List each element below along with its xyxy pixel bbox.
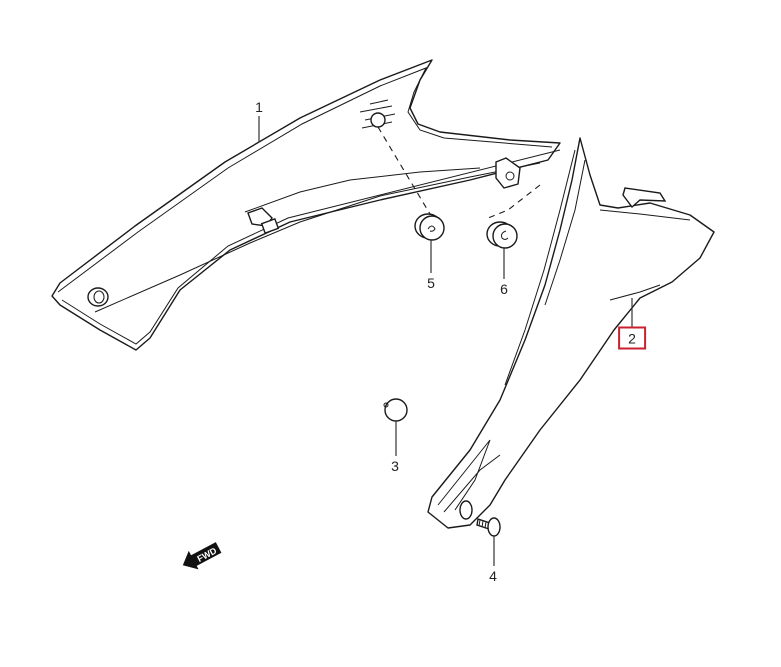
callout-6[interactable]: 6 — [500, 281, 508, 297]
callout-3[interactable]: 3 — [391, 458, 399, 474]
callout-1[interactable]: 1 — [255, 99, 263, 115]
part-2-right-cover[interactable] — [427, 137, 715, 529]
callout-2-highlighted[interactable]: 2 — [618, 326, 646, 350]
install-line-5 — [377, 126, 431, 215]
install-line-6 — [487, 184, 541, 219]
part-3-cap[interactable] — [383, 398, 408, 422]
callout-4[interactable]: 4 — [489, 568, 497, 584]
part-4-screw[interactable] — [476, 517, 501, 537]
fwd-arrow-icon: FWD — [182, 542, 222, 570]
part-5-grommet[interactable] — [414, 213, 445, 241]
part-6-grommet[interactable] — [486, 221, 518, 249]
part-1-left-cover[interactable] — [51, 59, 561, 351]
callout-5[interactable]: 5 — [427, 275, 435, 291]
